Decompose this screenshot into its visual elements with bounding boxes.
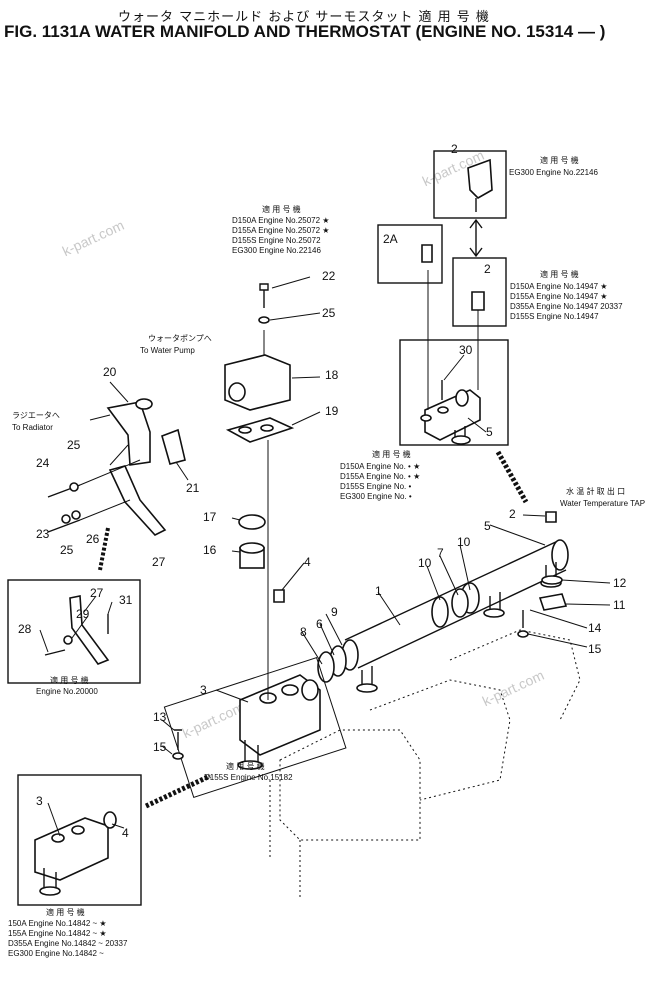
figure-title: FIG. 1131A WATER MANIFOLD AND THERMOSTAT… (4, 22, 606, 41)
callout-4: 4 (122, 826, 129, 840)
to-water-pump-label: To Water Pump (140, 346, 195, 355)
note-line: D155A Engine No.14947 ★ (510, 292, 608, 301)
callout-21: 21 (186, 481, 200, 495)
bracket-arrow (98, 527, 110, 571)
note-line: EG300 Engine No.22146 (232, 246, 321, 255)
note-line: D150A Engine No.25072 ★ (232, 216, 330, 225)
callout-29: 29 (76, 607, 90, 621)
callout-2a: 2A (383, 232, 398, 246)
detail-box-manifold-left (17, 774, 142, 906)
callout-25: 25 (322, 306, 336, 320)
callout-25: 25 (67, 438, 81, 452)
callout-30: 30 (459, 343, 473, 357)
callout-23: 23 (36, 527, 50, 541)
callout-1: 1 (375, 584, 382, 598)
title-japanese: ウォータ マニホールド および サーモスタット 適 用 号 機 (118, 10, 490, 25)
applicability-header: 適 用 号 機 (50, 676, 89, 685)
callout-28: 28 (18, 622, 32, 636)
double-arrow-vertical (469, 218, 483, 258)
note-line: D150A Engine No.14947 ★ (510, 282, 608, 291)
note-line: 155A Engine No.14842 ~ ★ (8, 929, 107, 938)
to-radiator-label-jp: ラジエータへ (12, 411, 60, 420)
callout-31: 31 (119, 593, 133, 607)
arrow-temp-tap (495, 450, 529, 504)
note-line: D150A Engine No. • ★ (340, 462, 421, 471)
note-line: D355A Engine No.14842 ~ 20337 (8, 939, 128, 948)
to-radiator-label: To Radiator (12, 423, 53, 432)
note-line: Engine No.20000 (36, 687, 98, 696)
callout-10: 10 (418, 556, 432, 570)
callout-8: 8 (300, 625, 307, 639)
callout-19: 19 (325, 404, 339, 418)
callout-12: 12 (613, 576, 627, 590)
detail-box-top (433, 150, 507, 219)
callout-5: 5 (484, 519, 491, 533)
note-line: EG300 Engine No.14842 ~ (8, 949, 104, 958)
note-top-right: EG300 Engine No.22146 (509, 168, 598, 177)
callout-10: 10 (457, 535, 471, 549)
note-line: D155A Engine No.25072 ★ (232, 226, 330, 235)
callout-26: 26 (86, 532, 100, 546)
callout-14: 14 (588, 621, 602, 635)
callout-27: 27 (90, 586, 104, 600)
note-line: D355A Engine No.14947 20337 (510, 302, 623, 311)
callout-4: 4 (304, 555, 311, 569)
detail-box-bracket (7, 579, 141, 684)
applicability-header: 適 用 号 機 (262, 205, 301, 214)
applicability-header: 適 用 号 機 (372, 450, 411, 459)
to-water-pump-label-jp: ウォータポンプへ (148, 334, 212, 343)
callout-7: 7 (437, 546, 444, 560)
callout-9: 9 (331, 605, 338, 619)
note-line: D155S Engine No.15182 (204, 773, 293, 782)
callout-2: 2 (509, 507, 516, 521)
callout-27: 27 (152, 555, 166, 569)
callout-3: 3 (200, 683, 207, 697)
callout-24: 24 (36, 456, 50, 470)
note-line: D155S Engine No.25072 (232, 236, 321, 245)
main-pipe (344, 539, 567, 669)
callout-5: 5 (486, 425, 493, 439)
detail-box-2 (452, 257, 507, 327)
callout-15: 15 (153, 740, 167, 754)
applicability-header: 適 用 号 機 (46, 908, 85, 917)
note-line: D155S Engine No.14947 (510, 312, 599, 321)
callout-6: 6 (316, 617, 323, 631)
callout-3: 3 (36, 794, 43, 808)
callout-11: 11 (613, 598, 626, 612)
note-line: D155A Engine No. • ★ (340, 472, 421, 481)
callout-13: 13 (153, 710, 167, 724)
detail-box-manifold-end (399, 339, 509, 446)
double-arrow-diagonal (144, 773, 212, 809)
callout-17: 17 (203, 510, 217, 524)
note-line: 150A Engine No.14842 ~ ★ (8, 919, 107, 928)
callout-2: 2 (451, 142, 458, 156)
temp-tap-label: Water Temperature TAP (560, 499, 646, 508)
callout-25: 25 (60, 543, 74, 557)
detail-box-2a (377, 224, 443, 284)
note-line: D155S Engine No. • (340, 482, 412, 491)
applicability-header: 適 用 号 機 (226, 762, 265, 771)
callout-22: 22 (322, 269, 336, 283)
callout-18: 18 (325, 368, 339, 382)
note-line: EG300 Engine No. • (340, 492, 412, 501)
applicability-header: 適 用 号 機 (540, 270, 579, 279)
callout-20: 20 (103, 365, 117, 379)
applicability-header: 適 用 号 機 (540, 156, 579, 165)
callout-16: 16 (203, 543, 217, 557)
temp-tap-label-jp: 水 温 計 取 出 口 (566, 487, 626, 496)
callout-15: 15 (588, 642, 602, 656)
callout-2: 2 (484, 262, 491, 276)
thermostat-housing (239, 674, 321, 756)
